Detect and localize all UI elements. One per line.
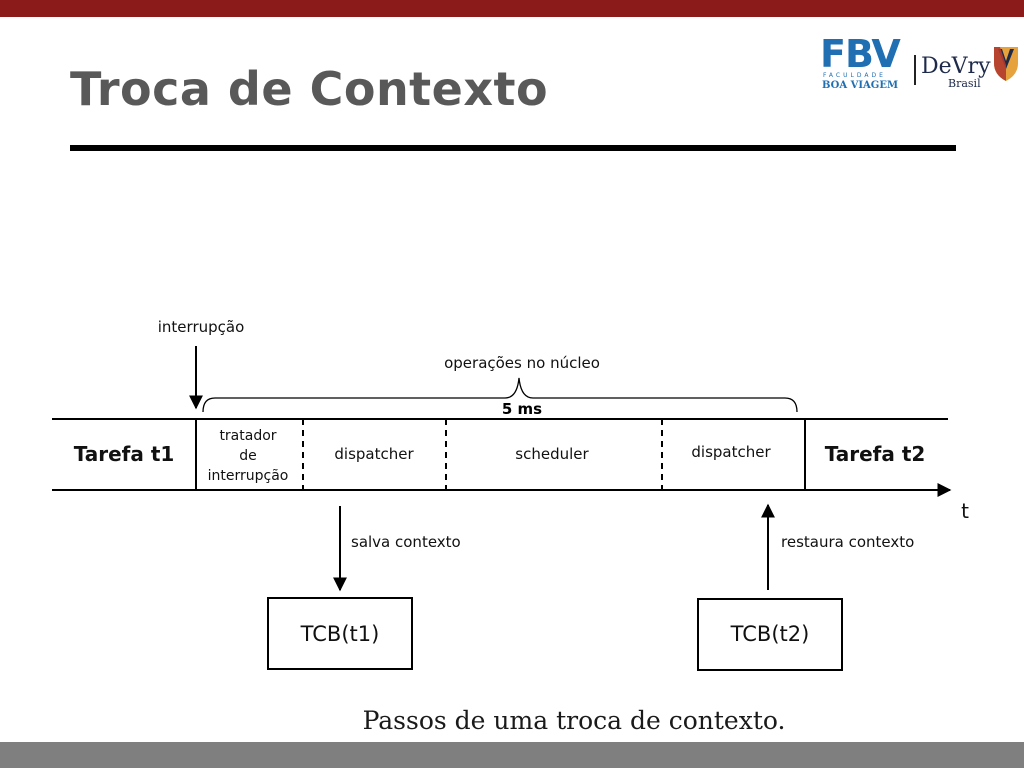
fbv-subtitle-2: BOA VIAGEM — [822, 80, 898, 91]
interrupt-label: interrupção — [158, 318, 245, 336]
devry-country: Brasil — [948, 77, 981, 90]
fbv-subtitle-1: FACULDADE — [823, 72, 886, 79]
restore-context-label: restaura contexto — [781, 533, 914, 551]
dispatcher2-label: dispatcher — [691, 443, 771, 461]
scheduler-label: scheduler — [515, 445, 589, 463]
tcb-t2-label: TCB(t2) — [730, 622, 810, 646]
task1-label: Tarefa t1 — [74, 442, 175, 466]
handler-label-line1: tratador — [219, 428, 276, 444]
task2-label: Tarefa t2 — [825, 442, 926, 466]
figure-caption: Passos de uma troca de contexto. — [362, 706, 786, 735]
tcb-t1-label: TCB(t1) — [300, 622, 380, 646]
dispatcher1-label: dispatcher — [334, 445, 414, 463]
partner-logos: FBV FACULDADE BOA VIAGEM DeVry Brasil — [820, 32, 1018, 91]
logo-area: FBV FACULDADE BOA VIAGEM DeVry Brasil — [810, 17, 1024, 97]
duration-label: 5 ms — [502, 400, 542, 418]
save-context-label: salva contexto — [351, 533, 461, 551]
kernel-ops-brace — [202, 377, 798, 413]
handler-label-line3: interrupção — [208, 468, 289, 484]
handler-label-line2: de — [239, 448, 257, 464]
tcb-t2-box — [697, 598, 843, 671]
devry-logo: DeVry Brasil — [921, 47, 1018, 90]
fbv-logo: FBV FACULDADE BOA VIAGEM — [820, 32, 902, 91]
devry-shield-icon — [994, 47, 1018, 81]
slide-title: Troca de Contexto — [70, 62, 549, 116]
tcb-t1-box — [267, 597, 413, 670]
title-underline — [70, 145, 956, 151]
time-axis-label: t — [961, 499, 969, 523]
fbv-letters: FBV — [820, 32, 901, 76]
kernel-ops-label: operações no núcleo — [444, 354, 600, 372]
bottom-accent-bar — [0, 742, 1024, 768]
top-accent-bar — [0, 0, 1024, 17]
devry-name: DeVry — [921, 54, 991, 79]
